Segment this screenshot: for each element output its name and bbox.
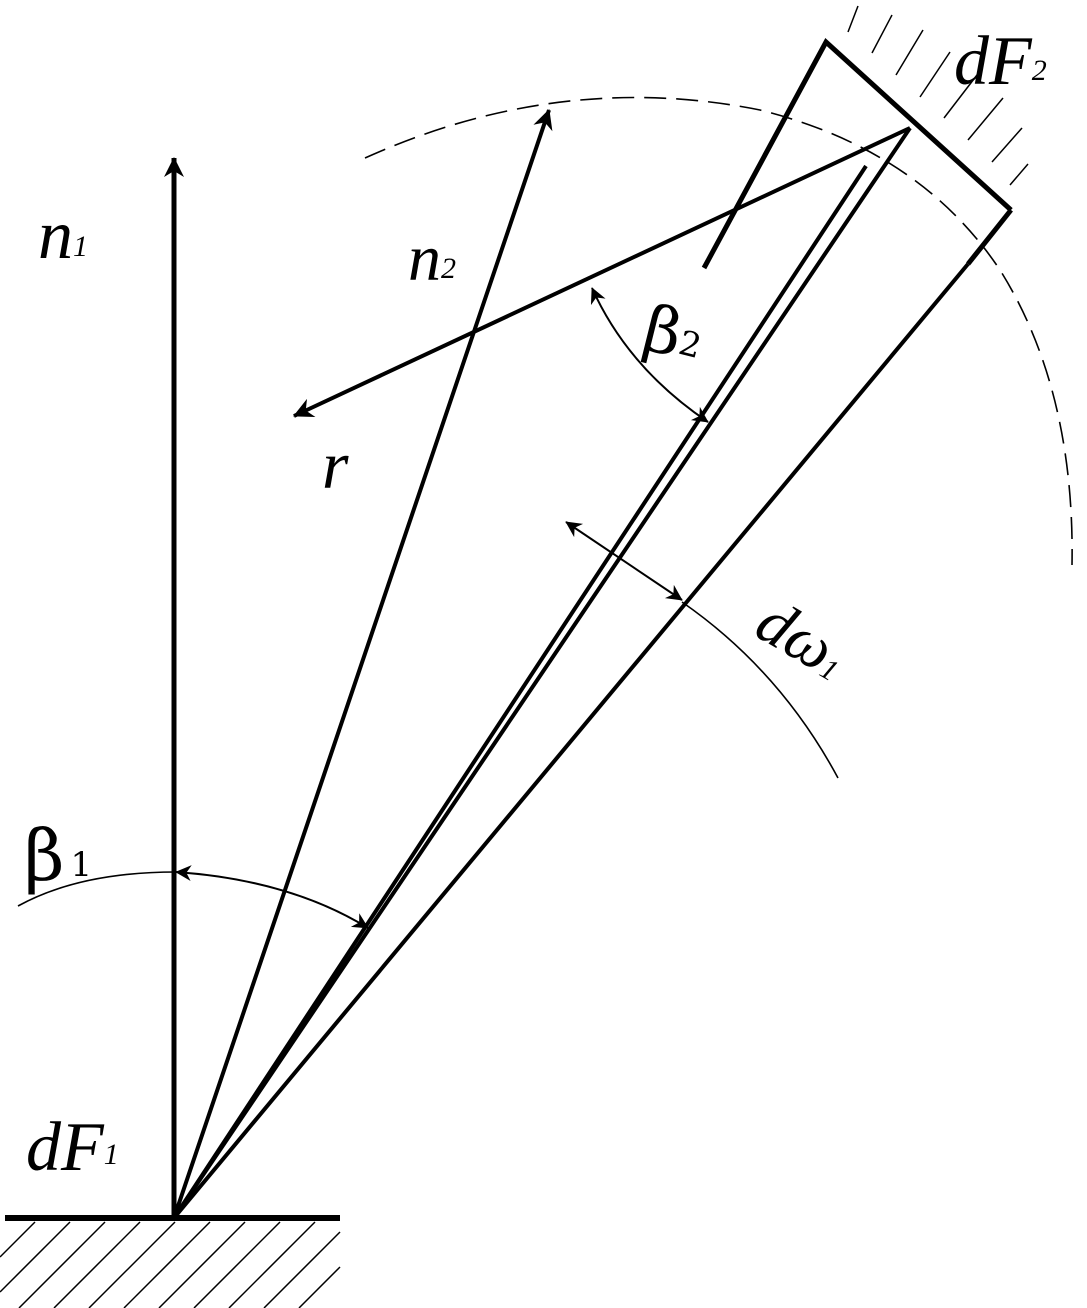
- surface-df2-outline-side: [966, 208, 1013, 266]
- normal-n2-arrow: [172, 109, 553, 1219]
- direction-r-arrow: [293, 126, 911, 418]
- solid-angle-edge-left: [172, 164, 868, 1220]
- svg-text:dω1: dω1: [745, 585, 860, 693]
- r-label: r: [322, 427, 349, 503]
- center-ray-line: [172, 126, 912, 1220]
- domega-double-arrow: [565, 521, 683, 601]
- df2-label: dF2: [954, 23, 1047, 100]
- surface-df2: [701, 5, 1029, 270]
- surface-df1-hatching: [0, 1221, 341, 1308]
- n1-label: n1: [38, 197, 88, 274]
- svg-text:β2: β2: [636, 292, 711, 378]
- domega1-label: dω1: [745, 585, 860, 693]
- beta2-label: β2: [636, 292, 711, 378]
- domega-arc: [681, 601, 839, 779]
- df1-label: dF1: [26, 1109, 119, 1186]
- beta1-angle-arc: [175, 865, 369, 929]
- n2-label: n2: [408, 222, 456, 295]
- solid-angle-edge-right: [172, 262, 970, 1220]
- beta2-angle-arc: [590, 287, 709, 423]
- surface-df2-hatching: [847, 5, 1029, 186]
- surface-df2-outline-top: [701, 38, 1013, 270]
- beta1-arc-tail: [17, 871, 177, 907]
- surface-df1: [0, 1215, 341, 1308]
- dashed-sphere-arc: [364, 96, 1073, 566]
